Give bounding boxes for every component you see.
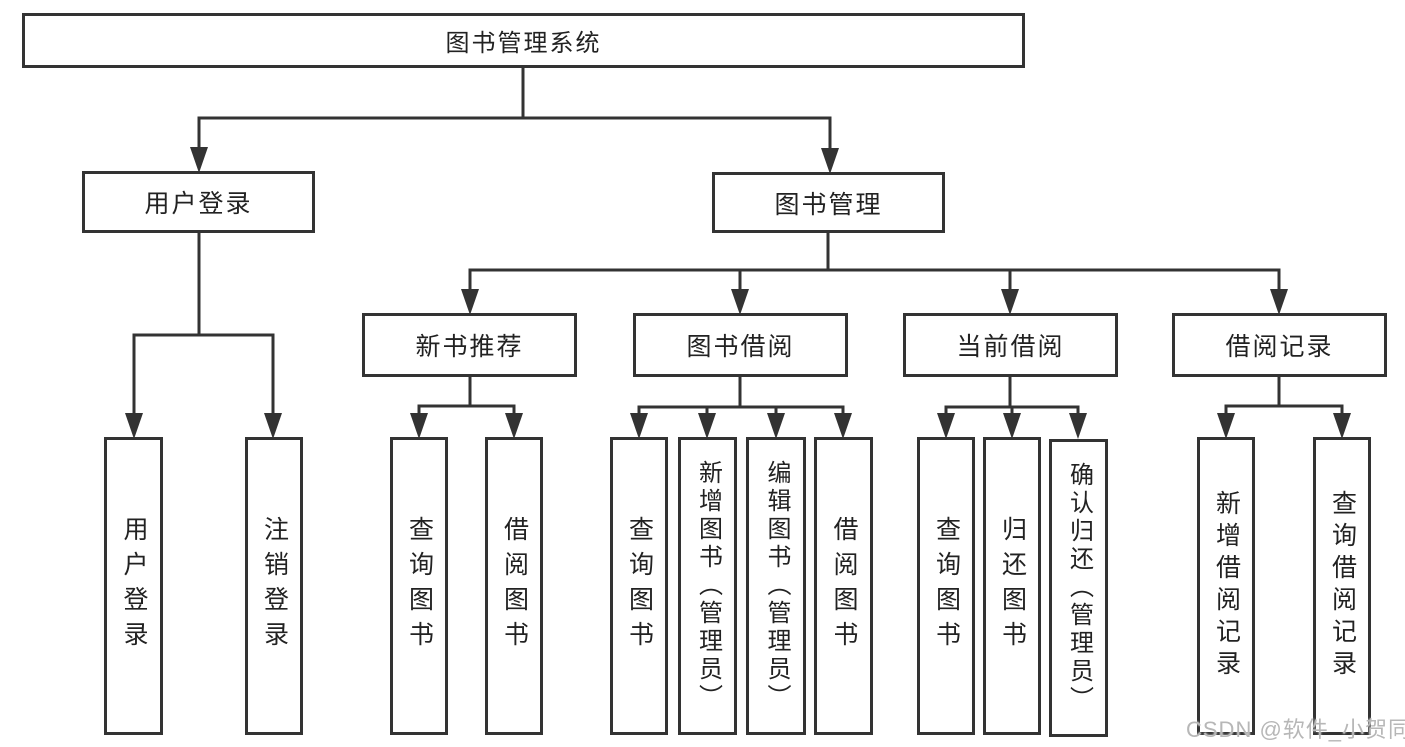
connector-newbooks-to-leaves (417, 377, 516, 417)
leaf-query-books-newbooks: 查询图书 (390, 437, 448, 735)
node-new-book-recommend: 新书推荐 (362, 313, 577, 377)
node-book-borrowing: 图书借阅 (633, 313, 848, 377)
leaf-query-books-borrowing: 查询图书 (610, 437, 668, 735)
leaf-user-login-label: 用户登录 (120, 516, 148, 656)
node-user-login: 用户登录 (82, 171, 315, 233)
leaf-edit-books-admin-label: 编辑图书（管理员） (763, 460, 790, 712)
arrowheads (125, 147, 1351, 439)
leaf-add-borrow-record-label: 新增借阅记录 (1212, 490, 1241, 682)
connector-bookmgmt-to-level3 (468, 233, 1281, 292)
leaf-confirm-return-admin-label: 确认归还（管理员） (1065, 462, 1093, 714)
leaf-add-books-admin-label: 新增图书（管理员） (694, 460, 722, 712)
leaf-confirm-return-admin: 确认归还（管理员） (1049, 439, 1108, 737)
leaf-add-books-admin: 新增图书（管理员） (678, 437, 737, 735)
connector-records-to-leaves (1224, 377, 1344, 417)
leaf-add-borrow-record: 新增借阅记录 (1197, 437, 1255, 735)
node-book-management: 图书管理 (712, 172, 945, 233)
leaf-query-borrow-record: 查询借阅记录 (1313, 437, 1371, 735)
connector-userlogin-to-leaves (132, 233, 275, 416)
leaf-borrow-books-borrowing-label: 借阅图书 (830, 516, 858, 656)
root-node-library-system: 图书管理系统 (22, 13, 1025, 68)
leaf-user-login: 用户登录 (104, 437, 163, 735)
node-current-borrowing: 当前借阅 (903, 313, 1118, 377)
leaf-edit-books-admin: 编辑图书（管理员） (746, 437, 806, 735)
connector-bookborrow-to-leaves (637, 377, 845, 417)
leaf-borrow-books-newbooks-label: 借阅图书 (500, 516, 529, 656)
leaf-query-books-current-label: 查询图书 (932, 516, 961, 656)
leaf-query-borrow-record-label: 查询借阅记录 (1328, 490, 1357, 682)
leaf-query-books-current: 查询图书 (917, 437, 975, 735)
leaf-borrow-books-borrowing: 借阅图书 (814, 437, 873, 735)
leaf-borrow-books-newbooks: 借阅图书 (485, 437, 543, 735)
connector-currentborrow-to-leaves (944, 377, 1080, 417)
leaf-logout-label: 注销登录 (260, 516, 289, 656)
leaf-query-books-newbooks-label: 查询图书 (405, 516, 434, 656)
leaf-return-books-label: 归还图书 (998, 516, 1027, 656)
leaf-query-books-borrowing-label: 查询图书 (625, 516, 654, 656)
node-borrow-records: 借阅记录 (1172, 313, 1387, 377)
leaf-logout: 注销登录 (245, 437, 303, 735)
csdn-watermark: CSDN @软件_小贺同学 (1186, 717, 1405, 742)
leaf-return-books: 归还图书 (983, 437, 1041, 735)
connector-root-to-level2 (197, 68, 832, 151)
